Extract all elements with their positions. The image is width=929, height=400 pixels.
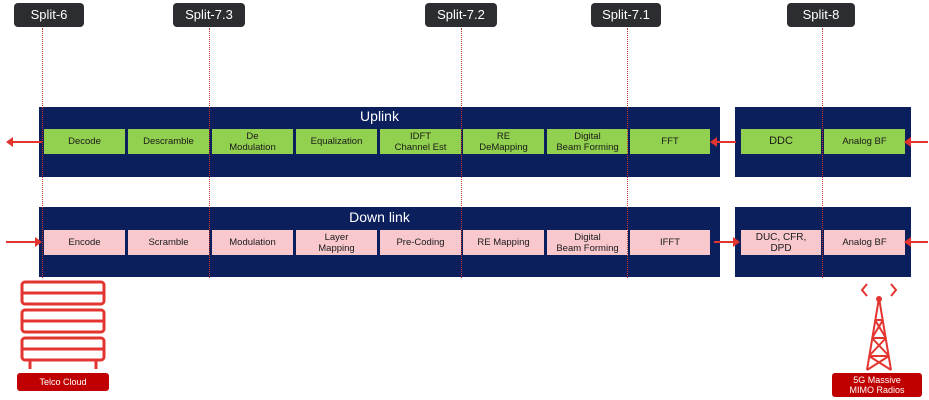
- downlink-block-digital-bf: Digital Beam Forming: [547, 230, 628, 255]
- downlink-radio-block-analog-bf: Analog BF: [824, 230, 905, 255]
- split-7-2-line: [461, 28, 462, 278]
- downlink-block-pre-coding: Pre-Coding: [380, 230, 461, 255]
- split-7-1-line: [627, 28, 628, 278]
- downlink-block-modulation: Modulation: [212, 230, 293, 255]
- split-6-line: [42, 28, 43, 278]
- uplink-block-digital-bf: Digital Beam Forming: [547, 129, 628, 154]
- 5g-radio-label: 5G Massive MIMO Radios: [832, 373, 922, 397]
- uplink-block-demodulation: De Modulation: [212, 129, 293, 154]
- telco-cloud-label: Telco Cloud: [17, 373, 109, 391]
- split-7-3-tag: Split-7.3: [173, 3, 245, 27]
- uplink-fronthaul-arrow: [710, 137, 736, 147]
- antenna-tower-icon: [858, 280, 900, 372]
- uplink-block-decode: Decode: [44, 129, 125, 154]
- split-7-3-line: [209, 28, 210, 278]
- 5g-radio-text-line1: 5G Massive: [853, 375, 901, 385]
- uplink-in-arrow: [904, 137, 928, 147]
- uplink-block-descramble: Descramble: [128, 129, 209, 154]
- downlink-block-ifft: IFFT: [630, 230, 710, 255]
- 5g-radio-text-line2: MIMO Radios: [849, 385, 905, 395]
- uplink-radio-block-analog-bf: Analog BF: [824, 129, 905, 154]
- downlink-block-scramble: Scramble: [128, 230, 209, 255]
- telco-cloud-text: Telco Cloud: [39, 377, 87, 387]
- split-8-tag: Split-8: [787, 3, 855, 27]
- uplink-block-fft: FFT: [630, 129, 710, 154]
- split-7-2-tag: Split-7.2: [425, 3, 497, 27]
- uplink-out-arrow: [6, 137, 42, 147]
- downlink-title: Down link: [349, 209, 410, 225]
- downlink-block-re-mapping: RE Mapping: [463, 230, 544, 255]
- downlink-radio-block-duc-cfr-dpd: DUC, CFR, DPD: [741, 230, 821, 255]
- downlink-block-encode: Encode: [44, 230, 125, 255]
- split-8-line: [822, 28, 823, 278]
- downlink-in-arrow: [6, 237, 42, 247]
- split-6-tag: Split-6: [14, 3, 84, 27]
- downlink-fronthaul-arrow: [714, 237, 740, 247]
- downlink-block-layer-mapping: Layer Mapping: [296, 230, 377, 255]
- split-7-1-tag: Split-7.1: [591, 3, 661, 27]
- downlink-radio-in-arrow: [904, 237, 928, 247]
- uplink-block-idft: IDFT Channel Est: [380, 129, 461, 154]
- uplink-title: Uplink: [360, 108, 399, 124]
- uplink-block-equalization: Equalization: [296, 129, 377, 154]
- uplink-block-re-demapping: RE DeMapping: [463, 129, 544, 154]
- uplink-radio-block-ddc: DDC: [741, 129, 821, 154]
- server-rack-icon: [18, 279, 108, 371]
